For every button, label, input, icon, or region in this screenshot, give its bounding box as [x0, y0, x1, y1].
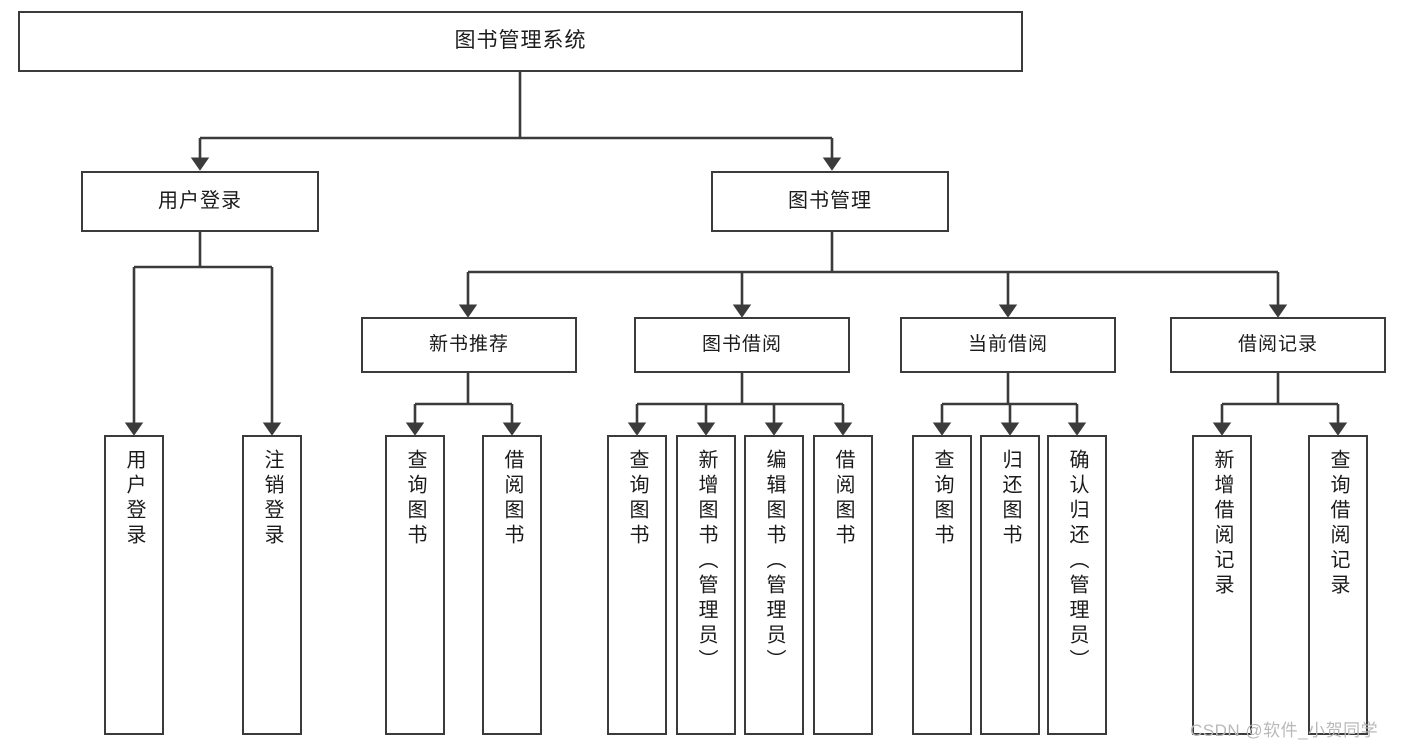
node-leaf-confirm-return-label: 确认归还（管理员） — [1066, 449, 1088, 674]
node-leaf-query-book-2-label: 查询图书 — [626, 449, 648, 549]
node-leaf-add-book[interactable]: 新增图书（管理员） — [676, 435, 736, 735]
node-leaf-edit-book[interactable]: 编辑图书（管理员） — [744, 435, 804, 735]
node-user-login[interactable]: 用户登录 — [81, 171, 319, 232]
node-leaf-return-book-label: 归还图书 — [999, 449, 1021, 549]
node-leaf-add-record[interactable]: 新增借阅记录 — [1192, 435, 1252, 735]
node-leaf-query-record-label: 查询借阅记录 — [1327, 449, 1349, 599]
node-user-login-label: 用户登录 — [158, 190, 242, 212]
node-book-borrow[interactable]: 图书借阅 — [634, 317, 850, 373]
node-book-manage[interactable]: 图书管理 — [711, 171, 949, 232]
node-borrow-record[interactable]: 借阅记录 — [1170, 317, 1386, 373]
node-leaf-user-login[interactable]: 用户登录 — [104, 435, 164, 735]
node-new-book-recommend[interactable]: 新书推荐 — [361, 317, 577, 373]
node-new-book-recommend-label: 新书推荐 — [428, 334, 509, 356]
node-current-borrow[interactable]: 当前借阅 — [900, 317, 1116, 373]
node-leaf-query-book-1[interactable]: 查询图书 — [385, 435, 445, 735]
node-root-label: 图书管理系统 — [454, 29, 587, 53]
csdn-watermark: CSDN @软件_小贺同学 — [1190, 721, 1379, 740]
node-leaf-query-book-2[interactable]: 查询图书 — [607, 435, 667, 735]
node-current-borrow-label: 当前借阅 — [967, 334, 1048, 356]
node-leaf-logout[interactable]: 注销登录 — [242, 435, 302, 735]
node-leaf-query-record[interactable]: 查询借阅记录 — [1308, 435, 1368, 735]
node-leaf-borrow-book-1[interactable]: 借阅图书 — [482, 435, 542, 735]
node-book-manage-label: 图书管理 — [788, 190, 872, 212]
node-root[interactable]: 图书管理系统 — [18, 11, 1023, 72]
node-leaf-add-record-label: 新增借阅记录 — [1211, 449, 1233, 599]
node-leaf-return-book[interactable]: 归还图书 — [980, 435, 1040, 735]
node-leaf-user-login-label: 用户登录 — [123, 449, 145, 549]
node-leaf-query-book-1-label: 查询图书 — [404, 449, 426, 549]
node-leaf-edit-book-label: 编辑图书（管理员） — [763, 449, 785, 674]
node-borrow-record-label: 借阅记录 — [1237, 334, 1318, 356]
node-leaf-borrow-book-1-label: 借阅图书 — [501, 449, 523, 549]
node-leaf-borrow-book-2-label: 借阅图书 — [832, 449, 854, 549]
node-leaf-add-book-label: 新增图书（管理员） — [695, 449, 717, 674]
node-leaf-query-book-3-label: 查询图书 — [931, 449, 953, 549]
node-leaf-borrow-book-2[interactable]: 借阅图书 — [813, 435, 873, 735]
node-book-borrow-label: 图书借阅 — [701, 334, 782, 356]
node-leaf-logout-label: 注销登录 — [261, 449, 283, 549]
node-leaf-query-book-3[interactable]: 查询图书 — [912, 435, 972, 735]
node-leaf-confirm-return[interactable]: 确认归还（管理员） — [1047, 435, 1107, 735]
